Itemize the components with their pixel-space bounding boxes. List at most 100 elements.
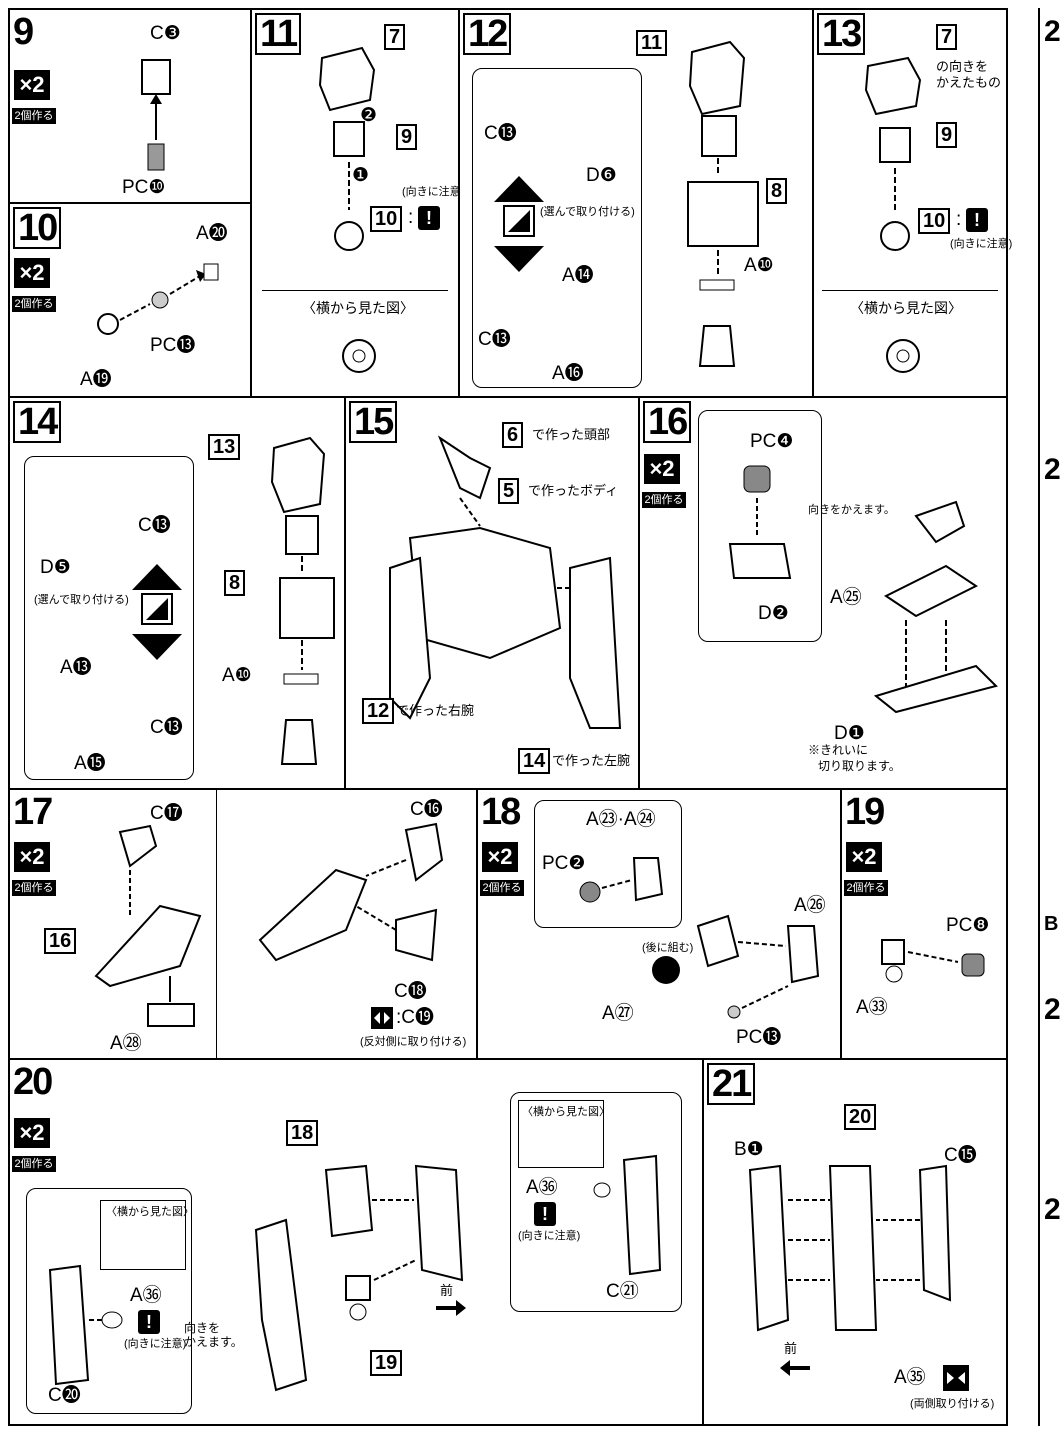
divider-line (216, 790, 217, 1062)
ref-box: 7 (384, 24, 406, 50)
step-number: 12 (463, 13, 512, 55)
step-number: 17 (13, 791, 53, 833)
side-view-label: 〈横から見た図〉 (850, 300, 962, 316)
warning-icon: ! (138, 1310, 160, 1334)
head-note: で作った頭部 (532, 427, 611, 442)
part-diagram (579, 857, 664, 903)
part-label: C❸ (150, 23, 181, 44)
warning-icon: ! (534, 1202, 556, 1226)
part-label: D❻ (586, 165, 617, 186)
make-two-note: 2個作る (12, 1156, 56, 1172)
part-diagram (728, 465, 792, 579)
part-label: C⓭ (478, 329, 511, 350)
cut-note: 切り取ります。 (818, 759, 901, 773)
side-view-label: 〈横から見た図〉 (522, 1106, 610, 1118)
side-view-label: 〈横から見た図〉 (106, 1206, 194, 1218)
part-label: A⓮ (562, 265, 594, 286)
side-view-label: 〈横から見た図〉 (302, 300, 414, 316)
side-view-box (518, 1100, 604, 1168)
front-arrow (436, 1300, 466, 1316)
leg-diagram (748, 1164, 952, 1332)
part-label: A㊱ (526, 1177, 558, 1198)
make-two-note: 2個作る (12, 108, 56, 124)
shin-diagram (593, 1154, 662, 1276)
ref-box: 9 (396, 124, 418, 150)
front-label: 前 (784, 1341, 798, 1356)
x2-badge: ×2 (482, 842, 518, 872)
leg-diagram (270, 436, 335, 765)
make-two-note: 2個作る (642, 492, 686, 508)
wing-diagram (873, 500, 998, 714)
ref-box: 7 (936, 24, 958, 50)
step-17-panel: 17 ×2 2個作る C⓱ 16 A㉘ C⓰ C⓲ :C⓳ (反対側に取り付ける… (8, 788, 478, 1062)
note: かえたもの (936, 75, 1002, 90)
part-label: D❶ (834, 723, 865, 744)
left-arm-note: で作った左腕 (552, 753, 631, 768)
step-marker: ❷ (360, 105, 378, 126)
both-sides-icon (943, 1365, 969, 1391)
ref-box: 9 (936, 122, 958, 148)
strip-step-number: 2 (1044, 15, 1061, 48)
part-label: A⓴ (196, 223, 228, 244)
ref-box: 10 (370, 206, 403, 232)
part-label: A㉗ (602, 1003, 634, 1024)
step-number: 20 (13, 1061, 53, 1103)
wing-diagram (258, 822, 444, 962)
step-number: 19 (845, 791, 885, 833)
choice-arrows (132, 564, 182, 660)
x2-badge: ×2 (14, 258, 50, 288)
ref-box: 14 (518, 748, 551, 774)
part-label: A❿ (222, 665, 252, 686)
opposite-side-icon (371, 1007, 393, 1029)
part-label: A㉟ (894, 1367, 926, 1388)
arm-diagram (696, 914, 820, 1019)
step-15-panel: 15 6 で作った頭部 5 で作ったボディ 12 で作った右腕 14 で作った左… (344, 396, 640, 790)
cut-note: ※きれいに (808, 743, 869, 757)
turn-note: 向きをかえます。 (808, 504, 895, 516)
step-21-panel: 21 20 B❶ C⓯ 前 A㉟ (両側取り付ける) (702, 1058, 1008, 1426)
ref-box: 16 (44, 928, 77, 954)
body-note: で作ったボディ (528, 483, 619, 498)
ref-box: 12 (362, 698, 395, 724)
right-arm-note: で作った右腕 (396, 703, 475, 718)
ref-box: 5 (498, 478, 520, 504)
make-two-note: 2個作る (480, 880, 524, 896)
step-number: 10 (13, 207, 62, 249)
part-label: C⓯ (944, 1145, 977, 1166)
x2-badge: ×2 (846, 842, 882, 872)
part-label: PC⓭ (736, 1027, 782, 1048)
caution-note: (向きに注意) (950, 238, 1013, 250)
step-number: 9 (13, 11, 34, 53)
caution-note: (向きに注意) (518, 1230, 581, 1242)
caution-note: (向きに注意) (124, 1338, 187, 1350)
strip-step-number: 2 (1044, 1193, 1061, 1226)
caution-note: (向きに注意) (402, 186, 465, 198)
step-number: 18 (481, 791, 521, 833)
part-label: PC❿ (122, 177, 166, 198)
part-diagram (97, 263, 219, 335)
step-10-panel: 10 ×2 2個作る A⓴ PC⓭ A⓳ (8, 202, 252, 398)
ref-box: 18 (286, 1120, 319, 1146)
part-label: A㉘ (110, 1033, 142, 1054)
part-label: A㉝ (856, 997, 888, 1018)
part-label: A㉕ (830, 587, 862, 608)
opposite-note: (反対側に取り付ける) (360, 1036, 467, 1048)
later-note: (後に組む) (642, 942, 694, 954)
step-12-panel: 12 C⓭ D❻ (選んで取り付ける) A⓮ C⓭ A⓰ 11 8 A❿ (458, 8, 814, 398)
part-diagram (94, 824, 202, 1027)
part-label: C⓴ (48, 1385, 81, 1406)
part-label: D❺ (40, 557, 71, 578)
x2-badge: ×2 (14, 70, 50, 100)
make-two-note: 2個作る (12, 296, 56, 312)
divider-line (822, 290, 998, 291)
leg-assembly-diagram (254, 1164, 464, 1392)
part-label: C⓭ (138, 515, 171, 536)
turn-note: かえます。 (184, 1335, 243, 1349)
ref-box: 13 (208, 434, 241, 460)
step-number: 13 (817, 13, 866, 55)
step-19-panel: 19 ×2 2個作る PC❽ A㉝ (840, 788, 1008, 1060)
ref-box: 8 (766, 178, 788, 204)
both-sides-note: (両側取り付ける) (910, 1398, 995, 1410)
choose-note: (選んで取り付ける) (34, 594, 129, 606)
turn-note: 向きを (184, 1321, 221, 1335)
